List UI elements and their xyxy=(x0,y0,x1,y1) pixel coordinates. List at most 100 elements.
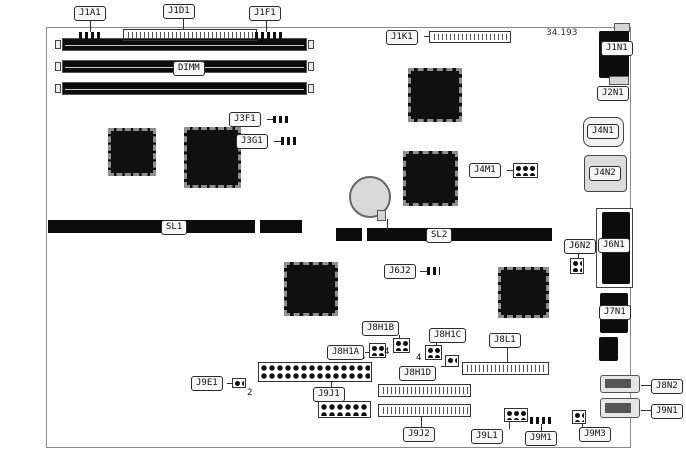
label-j8h1c: J8H1C xyxy=(429,328,467,343)
callout-line-j8l1 xyxy=(507,347,508,362)
slot-key-notch xyxy=(255,220,260,233)
callout-line-j8h1a xyxy=(365,352,369,353)
label-j2n1: J2N1 xyxy=(597,86,629,101)
label-j9e1: J9E1 xyxy=(191,376,223,391)
connector-j6j2 xyxy=(427,267,440,275)
callout-line-j9m3 xyxy=(582,424,583,427)
connector-j1a1 xyxy=(79,32,101,40)
dimm-clip xyxy=(308,84,314,93)
label-j9m3: J9M3 xyxy=(579,427,611,442)
dimm-clip xyxy=(308,40,314,49)
pin-count-4: 4 xyxy=(416,353,422,363)
label-j8l1: J8L1 xyxy=(489,333,521,348)
connector-j9e1 xyxy=(232,378,246,388)
connector-j9m3 xyxy=(572,410,586,424)
connector-j2n1 xyxy=(609,76,629,85)
callout-line-j9l1 xyxy=(509,422,510,429)
connector-j8l1 xyxy=(462,362,549,375)
callout-line-j9n1 xyxy=(641,410,651,411)
connector-j1f1 xyxy=(255,32,283,40)
connector-j9j1 xyxy=(318,401,371,418)
dimm-socket-1 xyxy=(62,38,307,51)
callout-line-j9e1 xyxy=(227,383,232,384)
ide-connector-1 xyxy=(378,384,471,397)
io-small-block xyxy=(599,337,618,361)
label-j4n1: J4N1 xyxy=(587,124,619,139)
label-j8h1d: J8H1D xyxy=(399,366,437,381)
label-j3g1: J3G1 xyxy=(236,134,268,149)
chip-4 xyxy=(184,127,241,188)
label-j8h1b: J8H1B xyxy=(362,321,400,336)
battery-clip xyxy=(377,210,386,221)
label-j9j1: J9J1 xyxy=(313,387,345,402)
label-j9m1: J9M1 xyxy=(525,431,557,446)
connector-j8h1a xyxy=(369,343,386,358)
callout-line-j1d1 xyxy=(183,18,184,29)
label-j9j2: J9J2 xyxy=(403,427,435,442)
chip-1 xyxy=(408,68,462,122)
label-j6n2: J6N2 xyxy=(564,239,596,254)
front-panel-header xyxy=(258,362,372,382)
connector-j4m1 xyxy=(513,163,538,178)
callout-line-j1f1 xyxy=(266,20,267,32)
connector-j9n1-inner xyxy=(605,403,631,413)
connector-j8n2-inner xyxy=(605,379,631,388)
label-j6n1: J6N1 xyxy=(598,238,630,253)
connector-j8h1c xyxy=(425,345,442,360)
label-sl2: SL2 xyxy=(426,228,453,243)
label-j1d1: J1D1 xyxy=(163,4,195,19)
callout-line-j8h1d xyxy=(441,366,446,367)
label-j9n1: J9N1 xyxy=(651,404,683,419)
callout-line-j8h1c xyxy=(436,342,437,345)
callout-line-j3g1 xyxy=(274,141,281,142)
pin-count-2: 2 xyxy=(247,388,253,398)
callout-line-j9j1 xyxy=(331,382,332,387)
label-j6j2: J6J2 xyxy=(384,264,416,279)
connector-j8h1b xyxy=(393,338,410,353)
label-j1n1: J1N1 xyxy=(601,41,633,56)
label-j7n1: J7N1 xyxy=(599,305,631,320)
connector-j9l1 xyxy=(504,408,528,422)
callout-line-j9j2 xyxy=(421,417,422,427)
slot-key-notch xyxy=(362,228,367,241)
chip-3 xyxy=(108,128,156,176)
dimm-clip xyxy=(55,84,61,93)
connector-j9m1 xyxy=(530,417,552,424)
dimm-clip xyxy=(55,62,61,71)
label-j8h1a: J8H1A xyxy=(327,345,365,360)
callout-line-j9m1 xyxy=(541,424,542,431)
callout-line-j8n2 xyxy=(641,385,651,386)
label-sl1: SL1 xyxy=(161,220,188,235)
connector-j3f1 xyxy=(273,116,288,123)
connector-j3g1 xyxy=(281,137,299,145)
dimm-clip xyxy=(55,40,61,49)
label-j4m1: J4M1 xyxy=(469,163,501,178)
connector-j1k1 xyxy=(429,31,511,43)
connector-j8h1d xyxy=(445,355,459,367)
label-dimm: DIMM xyxy=(173,61,205,76)
connector-j6n2 xyxy=(570,258,584,274)
callout-line-j3f1 xyxy=(267,119,273,120)
pin-count-4: 4 xyxy=(384,347,390,357)
callout-line-j1a1 xyxy=(90,20,91,32)
chip-2 xyxy=(403,151,458,206)
callout-line-j4m1 xyxy=(507,170,513,171)
connector-j1d1 xyxy=(123,29,257,41)
label-j4n2: J4N2 xyxy=(589,166,621,181)
label-j1f1: J1F1 xyxy=(249,6,281,21)
dimm-socket-3 xyxy=(62,82,307,95)
callout-line-j1k1 xyxy=(424,36,429,37)
callout-line-j6j2 xyxy=(420,271,427,272)
label-j9l1: J9L1 xyxy=(471,429,503,444)
callout-line-j6n2 xyxy=(578,253,579,258)
label-j1k1: J1K1 xyxy=(386,30,418,45)
part-number: 34.193 xyxy=(546,28,578,38)
battery-lead-line xyxy=(387,219,388,230)
chip-6 xyxy=(498,267,549,318)
chip-5 xyxy=(284,262,338,316)
label-j3f1: J3F1 xyxy=(229,112,261,127)
dimm-clip xyxy=(308,62,314,71)
callout-line-j8h1b xyxy=(399,335,400,339)
label-j1a1: J1A1 xyxy=(74,6,106,21)
